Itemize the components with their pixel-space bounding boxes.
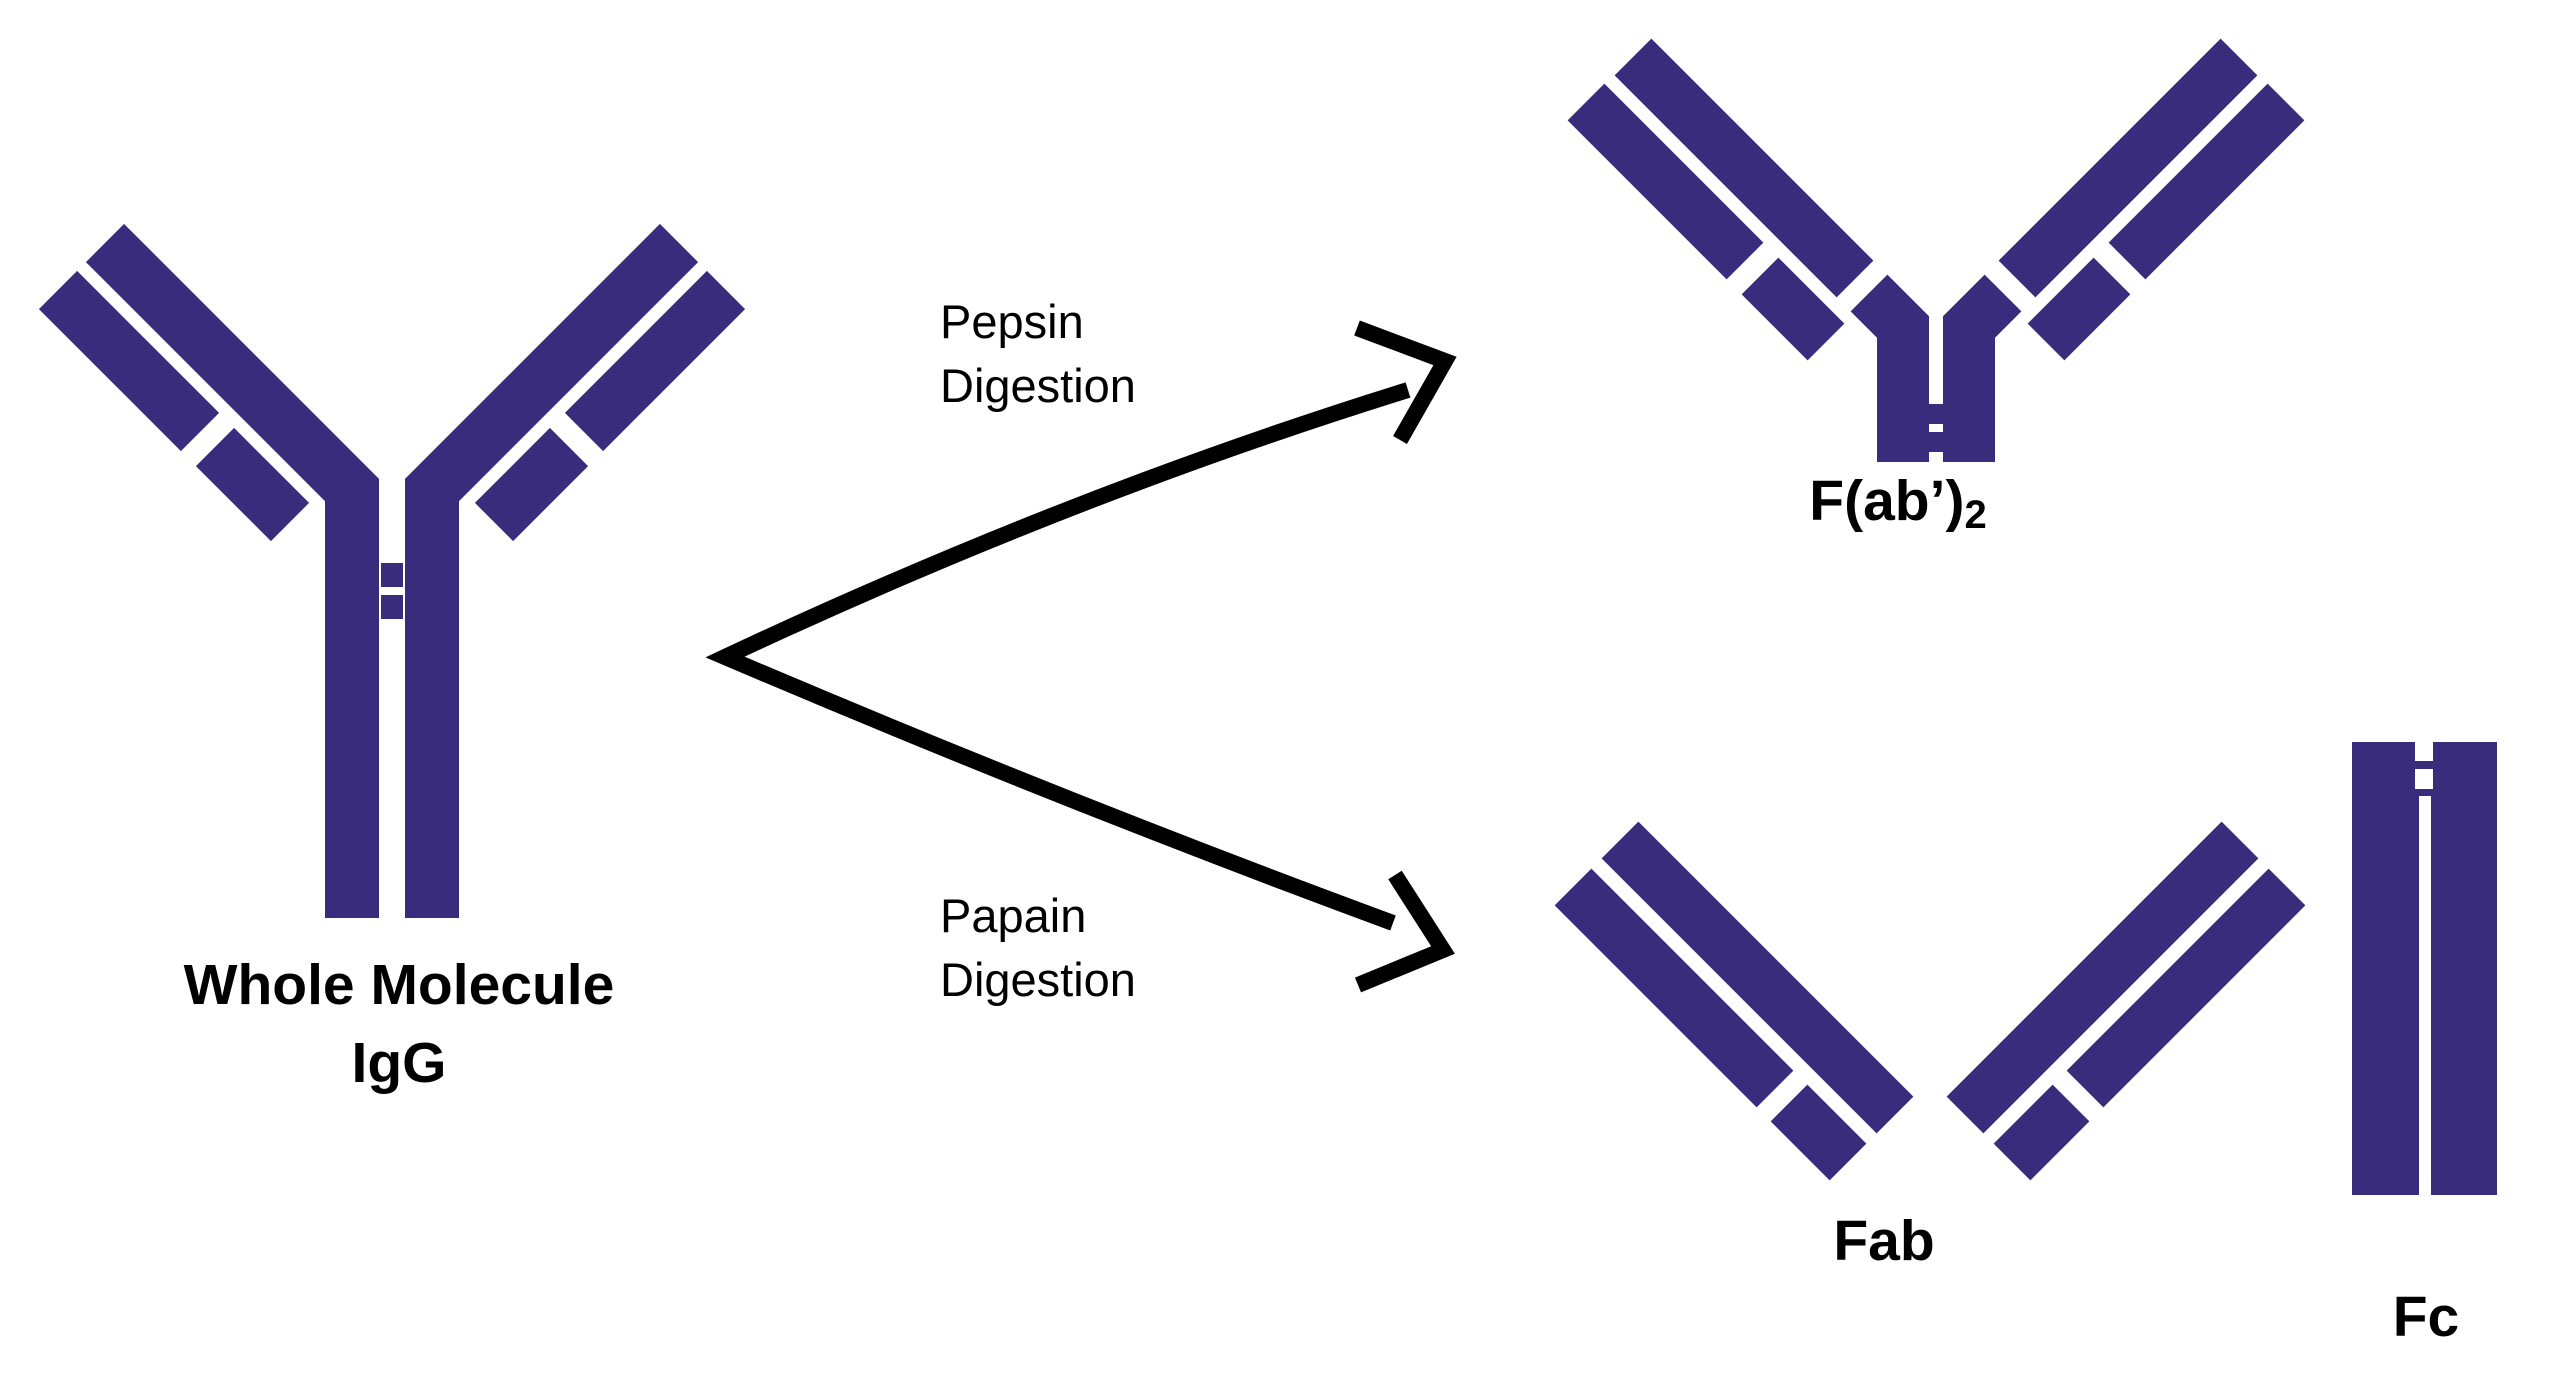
igg-light-chain-right-lower xyxy=(474,427,589,542)
fab2-label-subscript: 2 xyxy=(1964,493,1987,537)
papain-digestion-label: Papain Digestion xyxy=(940,884,1136,1012)
fab2-heavy-right-arm xyxy=(1998,38,2258,298)
whole-igg-molecule-shape xyxy=(38,223,746,918)
fab-left-light-bar-upper xyxy=(1554,868,1794,1108)
fab2-heavy-left-arm xyxy=(1614,38,1874,298)
igg-heavy-chain-right xyxy=(405,223,699,918)
fab2-light-right-lower xyxy=(2027,257,2131,361)
fab-fragments-shape xyxy=(1554,821,2306,1181)
fab2-label: F(ab’)2 xyxy=(1698,462,2098,546)
fab2-heavy-right-hinge xyxy=(1943,274,2022,462)
fc-fragment-shape xyxy=(2352,742,2497,1195)
fc-label: Fc xyxy=(2392,1285,2460,1349)
igg-light-chain-left-lower xyxy=(195,427,310,542)
fab-right-light-bar-lower xyxy=(1993,1084,2090,1181)
fab2-light-left-upper xyxy=(1567,83,1764,280)
pepsin-arrowhead xyxy=(1354,320,1457,444)
pepsin-digestion-label: Pepsin Digestion xyxy=(940,290,1136,418)
fab-left-heavy-bar xyxy=(1601,821,1914,1134)
igg-heavy-chain-left xyxy=(85,223,379,918)
papain-label-line1: Papain xyxy=(940,889,1087,942)
fc-hinge-gap-1 xyxy=(2415,742,2433,761)
fab-right-light-bar-upper xyxy=(2066,868,2306,1108)
pepsin-label-line1: Pepsin xyxy=(940,295,1084,348)
igg-hinge-disulfide-dash-1 xyxy=(381,563,403,587)
pepsin-label-line2: Digestion xyxy=(940,359,1136,412)
arrow-shafts xyxy=(705,382,1411,931)
fc-channel xyxy=(2419,796,2431,1195)
fab-left-light-bar-lower xyxy=(1770,1084,1867,1181)
papain-arrowhead xyxy=(1354,870,1455,993)
fab-label: Fab xyxy=(1833,1209,1935,1273)
fab-right-heavy-bar xyxy=(1946,821,2259,1134)
digestion-arrows xyxy=(705,320,1457,993)
whole-molecule-label: Whole Molecule IgG xyxy=(99,946,699,1102)
fab2-heavy-left-hinge xyxy=(1850,274,1929,462)
fab2-light-right-upper xyxy=(2108,83,2305,280)
whole-molecule-label-line2: IgG xyxy=(351,1031,447,1095)
fab2-hinge-disulfide-dash-2 xyxy=(1928,432,1944,452)
igg-hinge-disulfide-dash-2 xyxy=(381,595,403,619)
igg-light-chain-left-upper xyxy=(38,270,220,452)
igg-light-chain-right-upper xyxy=(564,270,746,452)
fc-hinge-gap-2 xyxy=(2415,769,2433,789)
whole-molecule-label-line1: Whole Molecule xyxy=(183,953,615,1017)
fab2-hinge-disulfide-dash-1 xyxy=(1928,404,1944,424)
fab2-label-text: F(ab’) xyxy=(1809,469,1965,533)
papain-label-line2: Digestion xyxy=(940,953,1136,1006)
fab2-light-left-lower xyxy=(1741,257,1845,361)
fab2-fragment-shape xyxy=(1567,38,2305,462)
